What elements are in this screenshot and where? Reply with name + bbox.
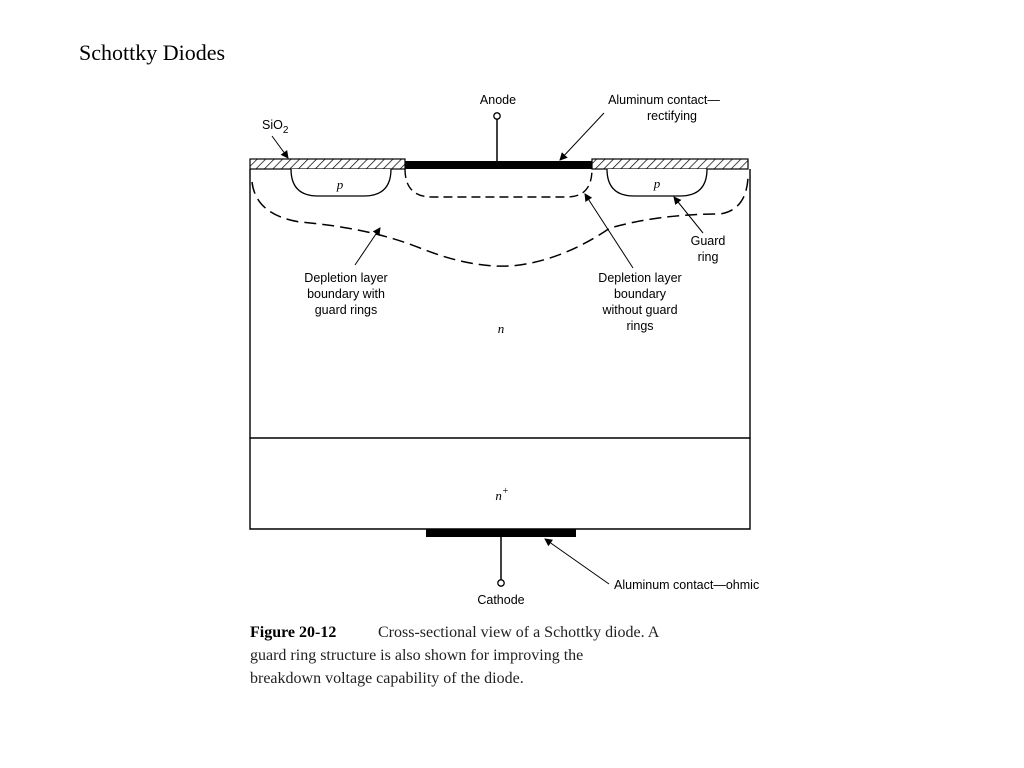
slide-title: Schottky Diodes: [79, 40, 226, 65]
sio2-left: [249, 158, 406, 170]
guard-ring-right: [606, 168, 708, 197]
label-depletion-without-1: Depletion layer: [598, 271, 681, 285]
arrow-depletion-with-guard: [354, 227, 381, 266]
label-depletion-without-3: without guard: [601, 303, 677, 317]
arrow-depletion-without-guard: [584, 193, 634, 269]
label-depletion-with-1: Depletion layer: [304, 271, 387, 285]
anode-terminal: [493, 112, 501, 120]
label-depletion-with-3: guard rings: [315, 303, 378, 317]
cathode-terminal: [497, 579, 505, 587]
arrow-sio2: [271, 135, 289, 159]
guard-ring-left: [290, 168, 392, 197]
arrow-rectifying-contact: [559, 112, 605, 161]
label-n-region: n: [498, 321, 505, 336]
n-region-outline: [249, 169, 751, 439]
label-cathode: Cathode: [477, 593, 524, 607]
arrow-ohmic-contact: [544, 538, 610, 585]
label-al-contact-rectifying-1: Aluminum contact—: [608, 93, 720, 107]
label-guard-ring-2: ring: [698, 250, 719, 264]
n-plus-region-outline: [249, 438, 751, 530]
depletion-boundary-with-guard: [251, 177, 749, 267]
ohmic-contact: [426, 529, 576, 537]
label-n-plus-region: n+: [495, 486, 508, 503]
arrow-guard-ring: [673, 196, 704, 234]
label-anode: Anode: [480, 93, 516, 107]
label-sio2: SiO2: [262, 118, 289, 136]
rectifying-contact: [405, 161, 592, 169]
figure-number: Figure 20-12: [250, 624, 336, 641]
label-p-left: p: [336, 177, 344, 192]
label-al-contact-rectifying-2: rectifying: [647, 109, 697, 123]
label-p-right: p: [653, 176, 661, 191]
label-guard-ring-1: Guard: [691, 234, 726, 248]
label-depletion-without-2: boundary: [614, 287, 667, 301]
caption-line-3: breakdown voltage capability of the diod…: [250, 670, 524, 687]
caption-line-2: guard ring structure is also shown for i…: [250, 647, 583, 664]
sio2-right: [591, 158, 749, 170]
caption-line-1: Cross-sectional view of a Schottky diode…: [378, 624, 660, 641]
label-depletion-without-4: rings: [626, 319, 653, 333]
depletion-boundary-without-guard: [404, 168, 593, 198]
label-depletion-with-2: boundary with: [307, 287, 385, 301]
label-al-contact-ohmic: Aluminum contact—ohmic: [614, 578, 759, 592]
